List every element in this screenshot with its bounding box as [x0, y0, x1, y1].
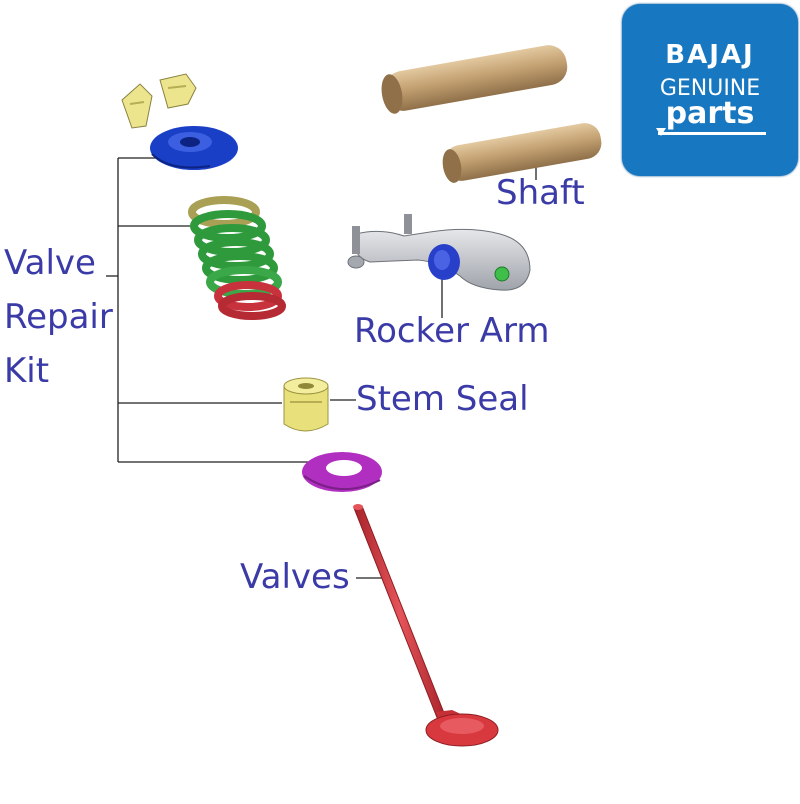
stem-seal-label: Stem Seal — [356, 379, 529, 419]
bajaj-genuine-parts-logo: BAJAJ GENUINE parts — [622, 4, 798, 176]
logo-brand: BAJAJ — [665, 40, 755, 70]
logo-genuine: GENUINE — [659, 76, 761, 101]
stem-seal — [283, 377, 329, 432]
rocker-arm-label: Rocker Arm — [354, 311, 550, 351]
kit-label-line1: Valve — [4, 243, 96, 283]
kit-bracket — [106, 157, 310, 463]
kit-label-line2: Repair — [4, 297, 113, 337]
kit-label-line3: Kit — [4, 351, 50, 391]
rocker-arm — [347, 214, 531, 291]
shaft-label: Shaft — [496, 173, 585, 213]
valve-spring — [188, 196, 286, 320]
logo-arrow-icon — [656, 128, 666, 136]
spring-retainer — [150, 126, 238, 170]
valves-label: Valves — [240, 557, 350, 597]
valve — [353, 504, 499, 747]
rocker-shafts — [381, 45, 602, 183]
valve-repair-kit-label: Valve Repair Kit — [4, 236, 113, 398]
spring-washer — [302, 452, 382, 492]
valve-keepers — [121, 73, 197, 129]
logo-underline — [658, 132, 766, 135]
logo-parts: parts — [665, 96, 755, 131]
